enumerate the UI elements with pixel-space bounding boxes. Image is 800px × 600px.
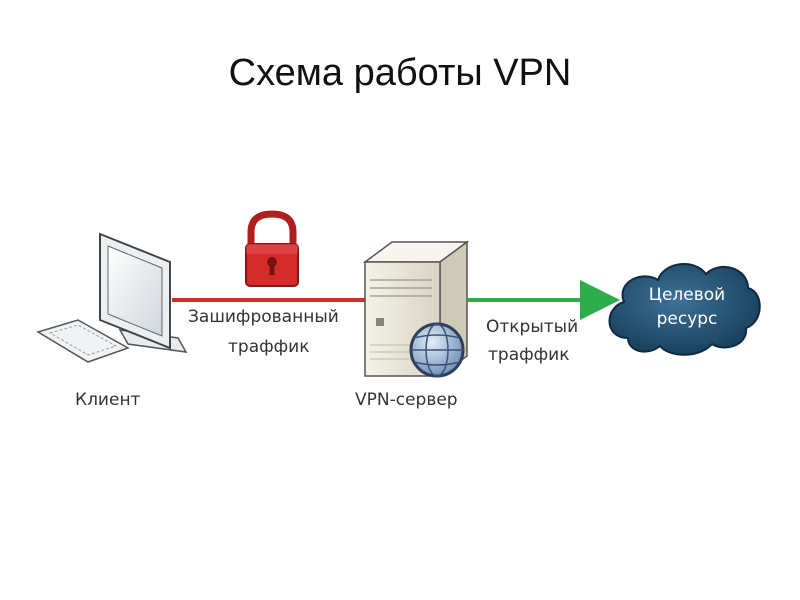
encrypted-traffic-label-line1: Зашифрованный: [188, 307, 339, 327]
target-resource-label-line1: Целевой: [649, 285, 725, 305]
open-traffic-label-line1: Открытый: [486, 317, 578, 337]
padlock-icon: [245, 210, 299, 287]
client-label: Клиент: [75, 390, 141, 410]
diagram-title: Схема работы VPN: [228, 52, 572, 94]
vpn-server-label: VPN-сервер: [355, 390, 458, 410]
globe-icon: [409, 322, 465, 378]
open-traffic-label-line2: траффик: [488, 345, 570, 365]
cloud-icon: [608, 262, 761, 356]
encrypted-traffic-label-line2: траффик: [228, 337, 310, 357]
target-resource-label-line2: ресурс: [657, 309, 718, 329]
client-computer-icon: [36, 232, 188, 363]
